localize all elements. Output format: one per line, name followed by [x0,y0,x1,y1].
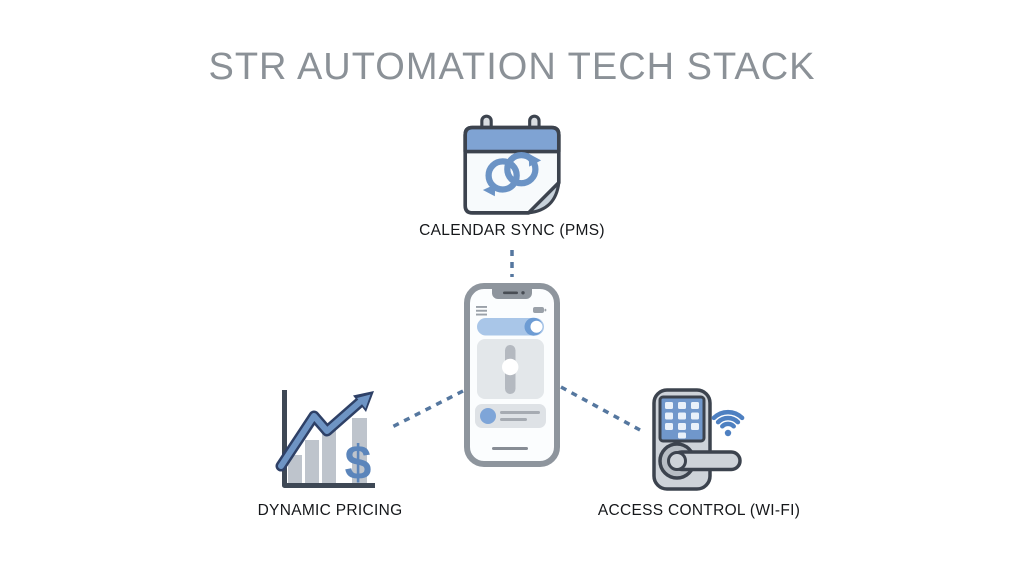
calendar-sync-label: CALENDAR SYNC (PMS) [419,222,605,239]
vertical-slider [502,345,519,394]
info-card [475,404,546,428]
chart-axes [282,390,375,488]
access-control-label: ACCESS CONTROL (WI-FI) [597,502,801,519]
chart-bars [288,418,367,484]
keypad [658,395,706,443]
camera-dot [521,291,525,295]
page-title: STR AUTOMATION TECH STACK [208,46,816,88]
battery-icon [533,307,547,313]
sync-arrows-icon [482,152,542,197]
door-handle [658,442,742,480]
home-indicator [492,447,528,450]
smartphone-icon [464,283,560,467]
dollar-icon: $ [345,437,372,490]
calendar-folded-corner [527,181,561,215]
connector-phone-pricing [391,389,464,429]
growth-arrow [275,391,374,472]
price-chart-icon: $ [275,390,375,490]
speaker-slot [503,291,518,295]
smart-lock-icon [652,388,745,491]
wifi-icon [711,409,745,437]
dynamic-pricing-label: DYNAMIC PRICING [257,502,403,519]
avatar [480,408,496,424]
toggle-switch [477,317,544,336]
connector-phone-access [560,385,641,432]
menu-icon [476,306,487,316]
calendar-sync-icon [463,114,561,215]
calendar-header [463,125,561,154]
